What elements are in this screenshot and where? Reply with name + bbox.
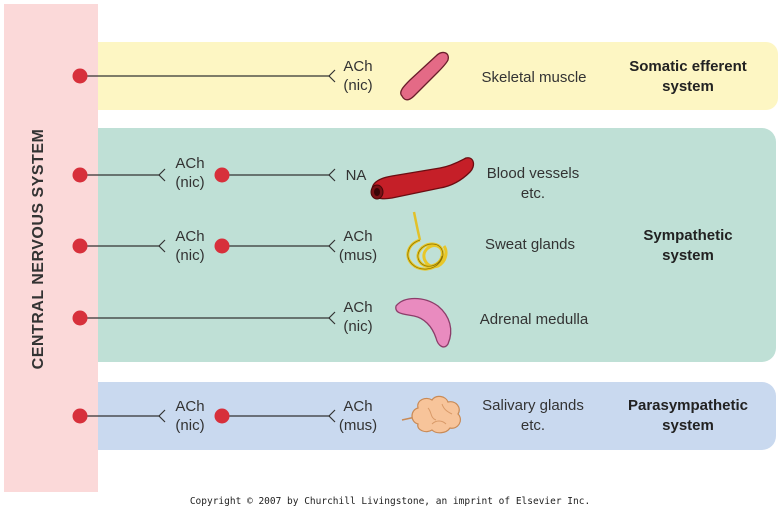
effector-transmitter-label: ACh(mus) — [338, 398, 378, 434]
synapse-terminal — [328, 239, 336, 253]
synapse-terminal — [328, 168, 336, 182]
synapse-terminal — [328, 311, 336, 325]
synapse-terminal — [328, 409, 336, 423]
cns-neuron-body — [72, 68, 88, 84]
muscle-fiber-icon — [400, 51, 449, 101]
organ-label: Sweat glands — [484, 236, 576, 253]
ganglion-transmitter-label: ACh(nic) — [175, 228, 205, 264]
ganglion-neuron-body — [214, 408, 230, 424]
copyright-notice: Copyright © 2007 by Churchill Livingston… — [189, 496, 591, 507]
ganglion-neuron-body — [214, 238, 230, 254]
ganglion-transmitter-label: ACh(nic) — [175, 155, 205, 191]
effector-transmitter-label: ACh(nic) — [343, 58, 373, 94]
effector-transmitter-label: ACh(mus) — [338, 228, 378, 264]
cns-neuron-body — [72, 167, 88, 183]
salivary-gland-icon — [401, 395, 462, 434]
cns-neuron-body — [72, 238, 88, 254]
synapse-terminal — [158, 168, 166, 182]
organ-label: Adrenal medulla — [479, 311, 589, 328]
sweat-gland-icon — [406, 211, 448, 271]
sympathetic-panel — [60, 128, 776, 362]
synapse-terminal — [158, 409, 166, 423]
effector-transmitter-label: ACh(nic) — [343, 299, 373, 335]
synapse-terminal — [328, 69, 336, 83]
blood-vessel-icon — [370, 157, 475, 200]
organ-label: Skeletal muscle — [481, 69, 587, 86]
ganglion-transmitter-label: ACh(nic) — [175, 398, 205, 434]
adrenal-medulla-icon — [395, 297, 452, 348]
cns-neuron-body — [72, 408, 88, 424]
effector-transmitter-label: NA — [345, 167, 367, 184]
cns-neuron-body — [72, 310, 88, 326]
ganglion-neuron-body — [214, 167, 230, 183]
synapse-terminal — [158, 239, 166, 253]
